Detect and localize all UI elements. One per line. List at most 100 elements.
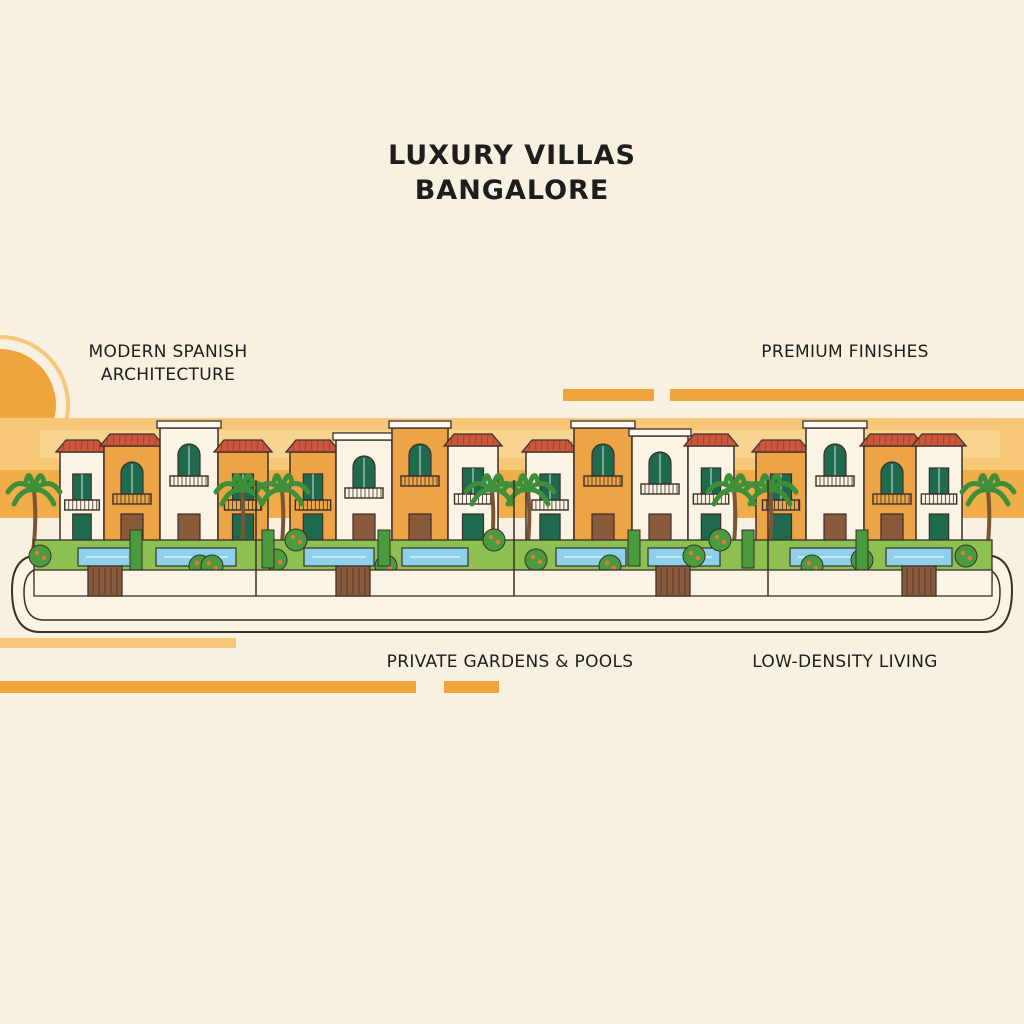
roof-tile-line [74,440,77,453]
roof-tile-line [896,434,899,447]
gate-icon [655,565,691,597]
shrub [524,548,548,572]
gate-icon [335,565,371,597]
shrub-icon [284,528,308,552]
balcony-railing [64,499,100,511]
pool-icon [401,547,469,567]
roof-tile-line [232,440,235,453]
roof-tile-line [118,434,121,447]
feature-label-architecture: MODERN SPANISH ARCHITECTURE [60,341,276,387]
flower [960,550,966,556]
roof-tile-line [708,434,711,447]
stripe [444,681,499,693]
hedge [627,529,641,567]
roof-tile-line [456,434,459,447]
flower [537,559,543,565]
flower [488,534,494,540]
balcony-railing [920,493,958,505]
villa-icon [156,420,222,549]
palm-frond [731,473,747,493]
shrub [708,528,732,552]
balcony-railing [583,475,623,487]
palm-frond [239,473,255,493]
roof-tile-line [92,440,95,453]
shrub-icon [954,544,978,568]
feature-line-2: ARCHITECTURE [100,365,236,385]
hedge [377,529,391,567]
balcony-railing [112,493,152,505]
villa-icon [750,439,812,549]
roof-tile-line [468,434,471,447]
sun-ring [0,335,70,475]
villa-row [5,420,1017,553]
roof-tile-line [250,440,253,453]
palm-frond [489,473,505,493]
roof-tile-line [878,434,881,447]
roof-tile-line [238,440,241,453]
roof-tile-line [136,434,139,447]
balcony-railing [692,493,730,505]
palm-frond [279,473,295,493]
roof-tile-line [310,440,313,453]
villa-icon [910,433,968,549]
villa-icon [858,433,926,549]
roof-tile-line [480,434,483,447]
flower [213,565,219,571]
parapet [628,428,692,437]
villa-icon [520,439,580,549]
flower [290,534,296,540]
roof-tile-line [936,434,939,447]
villa-icon [802,420,868,549]
roof-tile-line [450,434,453,447]
roof-tile-line [942,434,945,447]
flower [41,555,47,561]
title-line-1: LUXURY VILLAS [388,140,636,171]
page-title: LUXURY VILLAS BANGALORE [0,138,1024,208]
parapet [156,420,222,429]
balcony-railing [872,493,912,505]
boundary-wall [33,569,993,597]
flower [206,560,212,566]
roof-tile-line [776,440,779,453]
feature-label-gardens: PRIVATE GARDENS & POOLS [360,651,660,674]
roof-tile-line [954,434,957,447]
roof-tile-line [558,440,561,453]
flower [530,554,536,560]
feature-line-1: PREMIUM FINISHES [761,342,929,362]
villa-icon [98,433,166,549]
shrub [482,528,506,552]
roof-tile-line [528,440,531,453]
balcony-railing [344,487,384,499]
balcony-railing [640,483,680,495]
roof-tile-line [696,434,699,447]
roof-tile-line [872,434,875,447]
gate-icon [901,565,937,597]
tiled-roof [520,439,580,453]
shrub-icon [524,548,548,572]
feature-line-1: PRIVATE GARDENS & POOLS [386,652,634,672]
roof-tile-line [782,440,785,453]
roof-tile-line [244,440,247,453]
roof-tile-line [702,434,705,447]
roof-tile-line [764,440,767,453]
roof-tile-line [292,440,295,453]
feature-line-1: MODERN SPANISH [88,342,248,362]
balcony-railing [169,475,209,487]
roof-tile-line [726,434,729,447]
roof-tile-line [86,440,89,453]
shrub-icon [482,528,506,552]
pool-icon [789,547,861,567]
palm-frond [31,473,47,493]
stripe [0,638,236,648]
roof-tile-line [492,434,495,447]
pool-icon [885,547,953,567]
flower [387,565,393,571]
roof-tile-line [770,440,773,453]
roof-tile-line [540,440,543,453]
balcony-railing [294,499,332,511]
roof-tile-line [794,440,797,453]
roof-tile-line [902,434,905,447]
shrub [682,544,706,568]
roof-tile-line [154,434,157,447]
